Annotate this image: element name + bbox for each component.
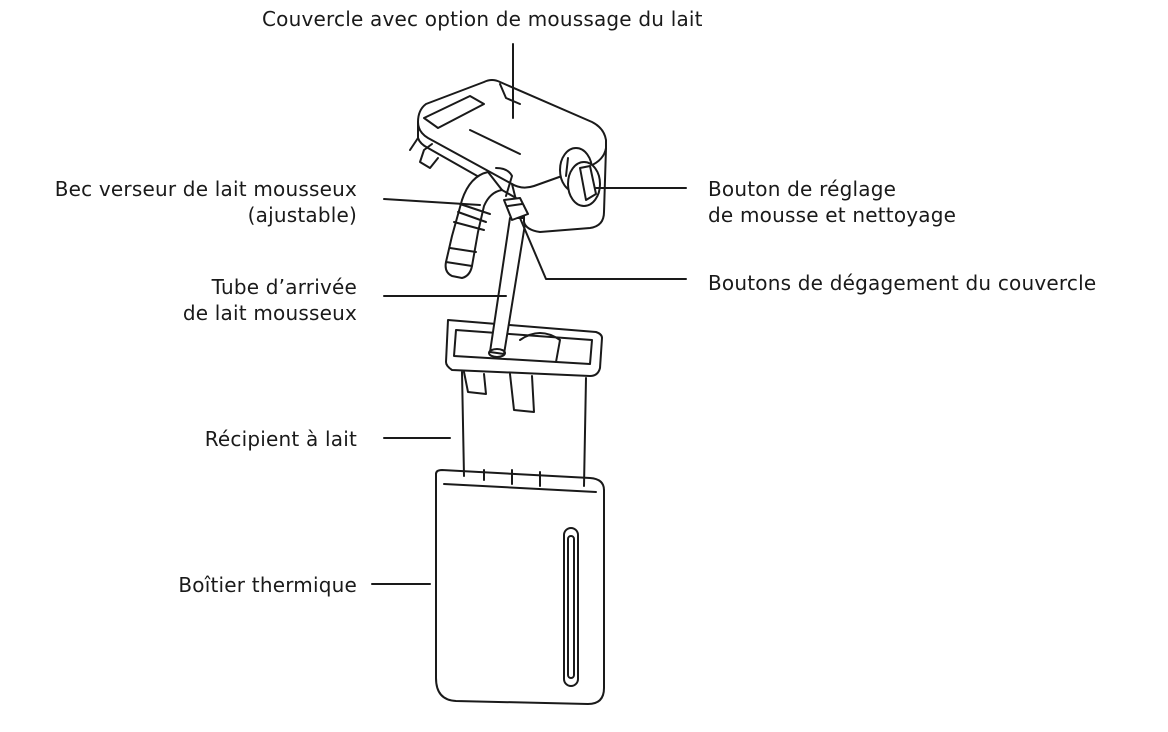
label-intake-tube: Tube d’arrivée de lait mousseux — [183, 274, 357, 326]
label-lid: Couvercle avec option de moussage du lai… — [262, 7, 703, 31]
milk-container — [445, 319, 603, 487]
leader-lines — [371, 43, 687, 585]
label-adjustment-knob-line2: de mousse et nettoyage — [708, 203, 957, 227]
label-milk-container: Récipient à lait — [204, 427, 357, 451]
label-thermal-housing: Boîtier thermique — [178, 573, 357, 597]
release-button — [503, 197, 529, 221]
label-adjustment-knob: Bouton de réglage de mousse et nettoyage — [708, 176, 956, 228]
label-frothing-spout-line2: (ajustable) — [247, 203, 357, 227]
adjustment-knob — [559, 147, 601, 207]
label-release-buttons: Boutons de dégagement du couvercle — [708, 271, 1097, 295]
label-adjustment-knob-line1: Bouton de réglage — [708, 177, 897, 201]
label-frothing-spout: Bec verseur de lait mousseux (ajustable) — [55, 176, 357, 228]
leader-line-release — [519, 217, 687, 280]
label-frothing-spout-line1: Bec verseur de lait mousseux — [54, 177, 357, 201]
label-intake-tube-line1: Tube d’arrivée — [211, 275, 357, 299]
frothing-spout — [444, 167, 513, 279]
leader-line-spout — [383, 198, 481, 206]
thermal-housing — [435, 469, 605, 705]
label-intake-tube-line2: de lait mousseux — [182, 301, 357, 325]
